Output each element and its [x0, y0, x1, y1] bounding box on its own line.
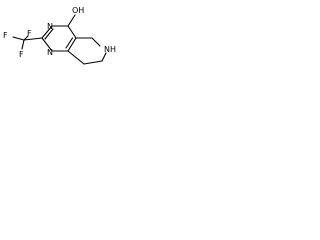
- label-nh-n: N: [104, 45, 110, 54]
- label-f-bottom: F: [19, 50, 24, 59]
- bond-c4-oh: [67, 14, 76, 27]
- bond-c7-c8: [83, 60, 103, 65]
- chemical-structure: OH F F F N N N H: [3, 6, 116, 65]
- bond-c4a-c8a-double: [65, 37, 74, 49]
- label-nh-h: H: [110, 45, 116, 54]
- bond-c2-n3-double: [44, 28, 54, 40]
- label-n-ring-lower: N: [47, 48, 53, 57]
- bond-cf3-c-to-c2: [23, 37, 43, 41]
- bond-cf3-c-to-f-left: [12, 36, 25, 41]
- label-f-right: F: [27, 29, 32, 38]
- bond-c4-c4a: [67, 25, 77, 39]
- bond-c2-n3: [41, 25, 53, 39]
- bond-c8-c8a: [67, 50, 85, 65]
- bond-c5-n6: [91, 37, 101, 47]
- label-n-ring-upper: N: [47, 22, 53, 31]
- bond-cf3-c-to-f-bottom: [21, 39, 25, 50]
- label-oh: OH: [72, 6, 84, 15]
- bond-cf3-c-to-f-right: [23, 35, 29, 41]
- bond-c4a-c8a: [67, 37, 77, 52]
- atom-labels: OH F F F N N N H: [3, 6, 116, 59]
- bonds: [12, 14, 107, 65]
- bond-n6-c7: [101, 52, 107, 62]
- bond-n1-c2: [41, 37, 53, 52]
- label-f-left: F: [3, 31, 8, 40]
